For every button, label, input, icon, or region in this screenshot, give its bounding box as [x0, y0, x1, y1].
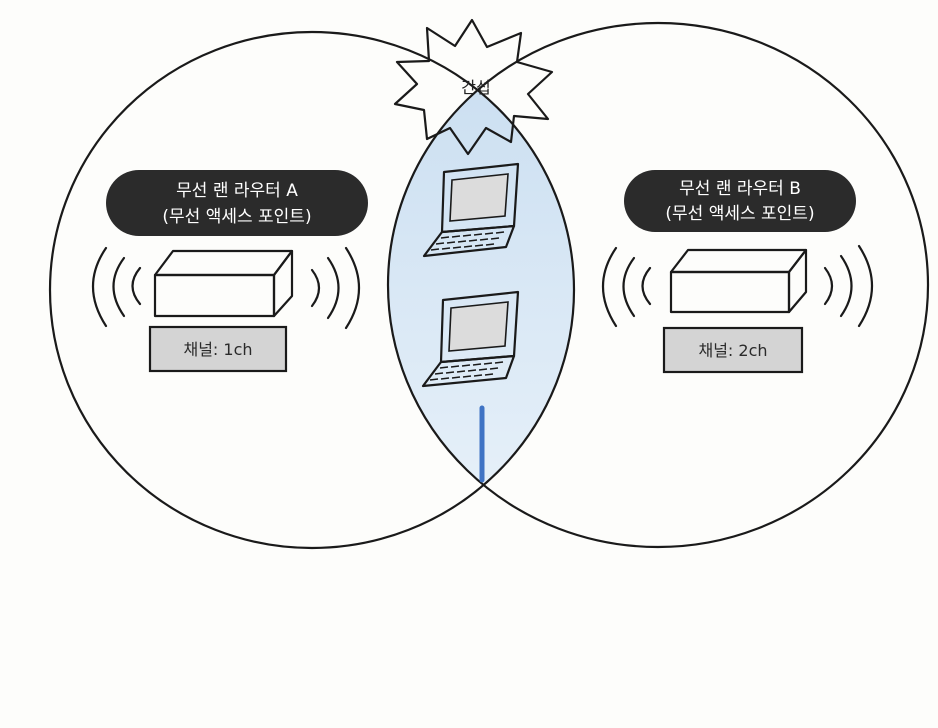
overlap-region	[388, 32, 574, 547]
channel-box-b: 채널: 2ch	[662, 326, 804, 374]
router-a-name: 무선 랜 라우터 A	[176, 181, 298, 201]
channel-box-a: 채널: 1ch	[148, 325, 288, 373]
channel-a-label: 채널: 1ch	[183, 340, 252, 359]
laptop-icon	[421, 290, 520, 388]
router-b-name: 무선 랜 라우터 B	[679, 179, 801, 199]
router-b-label: 무선 랜 라우터 B (무선 액세스 포인트)	[624, 170, 856, 232]
laptop-icon	[422, 162, 520, 258]
channel-b-label: 채널: 2ch	[698, 341, 767, 360]
router-b-device-icon	[669, 248, 808, 314]
coverage-area-b	[386, 21, 930, 549]
router-a-label: 무선 랜 라우터 A (무선 액세스 포인트)	[106, 170, 368, 236]
router-b-signal-waves-icon	[601, 244, 874, 328]
coverage-area-a	[48, 30, 576, 550]
interference-label: 간섭	[461, 78, 490, 97]
router-b-subtitle: (무선 액세스 포인트)	[665, 204, 814, 224]
interference-burst: 간섭	[393, 18, 554, 156]
router-a-device-icon	[153, 249, 294, 318]
router-a-subtitle: (무선 액세스 포인트)	[162, 207, 311, 227]
router-a-signal-waves-icon	[91, 246, 361, 330]
